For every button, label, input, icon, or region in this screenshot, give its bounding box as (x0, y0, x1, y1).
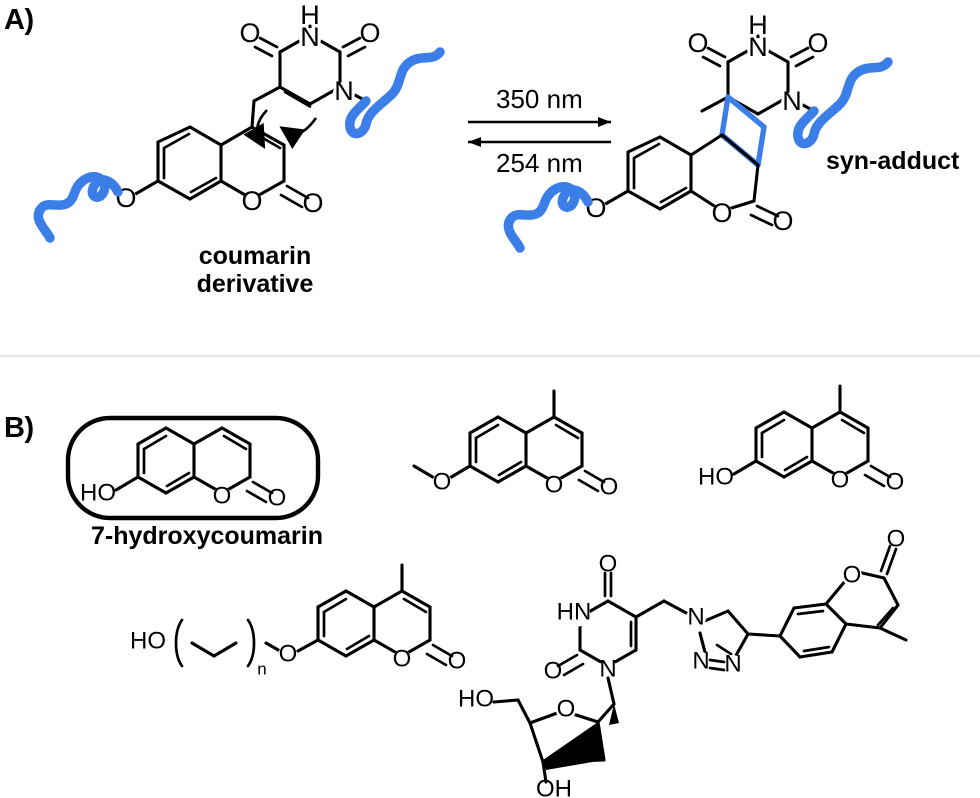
atom-label-o: O (359, 18, 380, 48)
atom-label-h: H (300, 0, 320, 30)
panel-label-a: A) (4, 4, 34, 36)
subscript-n: n (257, 659, 266, 678)
atom-label-o: O (807, 28, 828, 58)
atom-label-carbonyl-o: O (772, 206, 793, 236)
curved-mechanism-arrows (243, 109, 318, 150)
coumarin-core: O O (778, 525, 908, 659)
panel-divider (0, 355, 980, 357)
coumarin-core: O O HO (698, 384, 905, 495)
atom-label-ho: HO (130, 627, 166, 654)
atom-label-n1-triazole: N (687, 603, 704, 630)
atom-label-n2-triazole: N (692, 647, 709, 674)
coumarin-core: O O O (412, 389, 619, 500)
atom-label-ring-o: O (213, 482, 232, 509)
svg-text:N: N (300, 22, 320, 52)
oligo-strand-squiggle (793, 57, 893, 149)
caption-line-2: derivative (196, 270, 314, 298)
atom-label-carbonyl-o: O (887, 525, 906, 552)
atom-label-ho: HO (80, 479, 116, 506)
peg-chain: HO n O (130, 618, 320, 678)
highlight-box (65, 415, 321, 521)
deoxyribose-sugar: O HO OH (458, 685, 619, 798)
oligo-strand-squiggle (33, 172, 123, 243)
reverse-arrow (468, 137, 611, 147)
atom-label-ho: HO (698, 463, 734, 490)
oligo-strand-squiggle (503, 182, 593, 253)
atom-label-carbonyl-o: O (886, 468, 905, 495)
atom-label-ether-o: O (279, 640, 298, 667)
atom-label-o: O (544, 657, 563, 684)
atom-label-n1: N (782, 86, 802, 116)
atom-label-ring-o: O (831, 466, 850, 493)
atom-label-o: O (599, 550, 618, 577)
atom-label-ring-o: O (393, 645, 412, 672)
adduct-pyrimidinone-ring: O O H N N (687, 10, 828, 116)
coumarin-core: O O HO (80, 426, 287, 511)
atom-label-o: O (687, 28, 708, 58)
reaction-forward-condition: 350 nm (496, 84, 583, 114)
atom-label-carbonyl-o: O (600, 473, 619, 500)
atom-label-ring-o: O (711, 198, 732, 228)
atom-label-carbonyl-o: O (268, 484, 287, 511)
atom-label-carbonyl-o: O (448, 647, 467, 674)
atom-label-ring-o: O (545, 471, 564, 498)
pyrimidinedione-ring: O O HN N (544, 550, 692, 706)
caption-syn-adduct: syn-adduct (826, 147, 960, 175)
atom-label-n3: N (748, 32, 768, 62)
atom-label-methoxy-o: O (433, 468, 452, 495)
atom-label-ring-o: O (557, 695, 576, 722)
atom-label-hn: HN (557, 598, 592, 625)
atom-label-carbonyl-o: O (302, 188, 323, 218)
atom-label-o: O (239, 18, 260, 48)
thymine-ring: O O H N N N N (239, 0, 381, 108)
atom-label-n3-triazole: N (724, 650, 741, 677)
reaction-reverse-condition: 254 nm (496, 148, 583, 178)
oligo-strand-squiggle (345, 47, 445, 139)
caption-line-1: coumarin (198, 242, 312, 270)
caption-7-hydroxycoumarin: 7-hydroxycoumarin (90, 522, 323, 550)
coumarin-core-product: O O O (585, 133, 794, 236)
triazole-ring: N N N (686, 603, 782, 677)
panel-label-b: B) (4, 412, 34, 444)
atom-label-ring-o: O (843, 561, 862, 588)
atom-label-ho-5prime: HO (458, 685, 494, 712)
coumarin-core: O O (316, 563, 467, 674)
atom-label-h: H (748, 10, 768, 40)
forward-arrow (468, 117, 611, 127)
svg-text:N: N (334, 76, 354, 106)
svg-text:O: O (241, 186, 262, 216)
atom-label-n1: N (599, 655, 616, 682)
atom-label-oh-3prime: OH (536, 775, 572, 798)
